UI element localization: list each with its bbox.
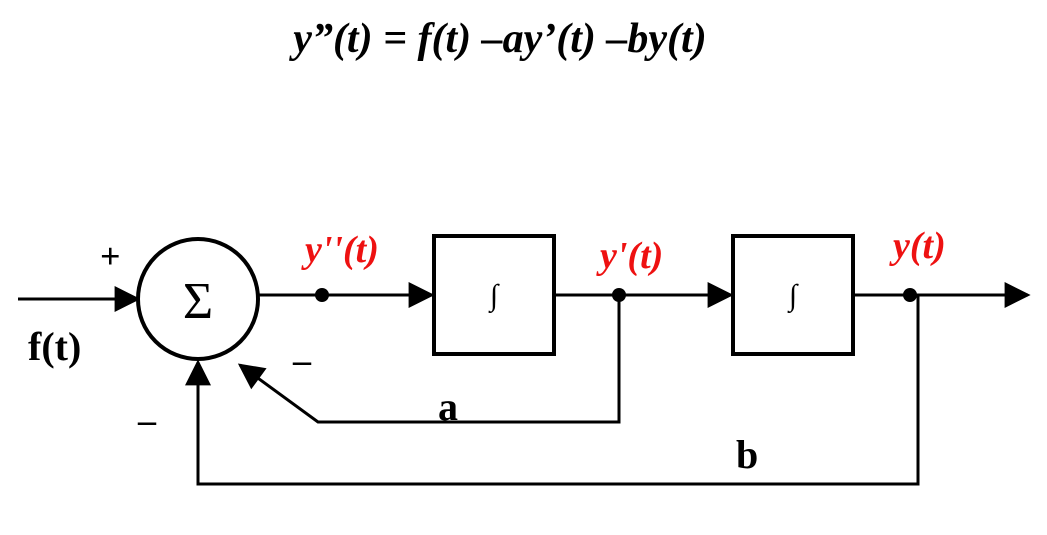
plus-sign: + xyxy=(100,236,121,276)
equation-title: y”(t) = f(t) –ay’(t) –by(t) xyxy=(288,16,706,62)
feedback-a-label: a xyxy=(438,384,458,429)
feedback-b-label: b xyxy=(736,432,758,477)
summing-junction xyxy=(136,237,260,361)
feedback-b-path xyxy=(185,295,920,486)
signal-y2: y''(t) xyxy=(301,229,379,271)
input-label: f(t) xyxy=(28,324,81,369)
feedback-a-path xyxy=(237,295,621,424)
minus-sign-a: – xyxy=(292,340,312,380)
minus-sign-b: – xyxy=(137,400,157,440)
signal-y1: y'(t) xyxy=(596,235,663,277)
integral-icon-1: ∫ xyxy=(488,279,500,314)
y0-node xyxy=(903,288,917,302)
integral-icon-2: ∫ xyxy=(787,279,799,314)
signal-y0: y(t) xyxy=(889,225,946,267)
y2-node xyxy=(315,288,329,302)
integrator-2 xyxy=(731,234,855,356)
sigma-symbol: Σ xyxy=(183,273,213,330)
